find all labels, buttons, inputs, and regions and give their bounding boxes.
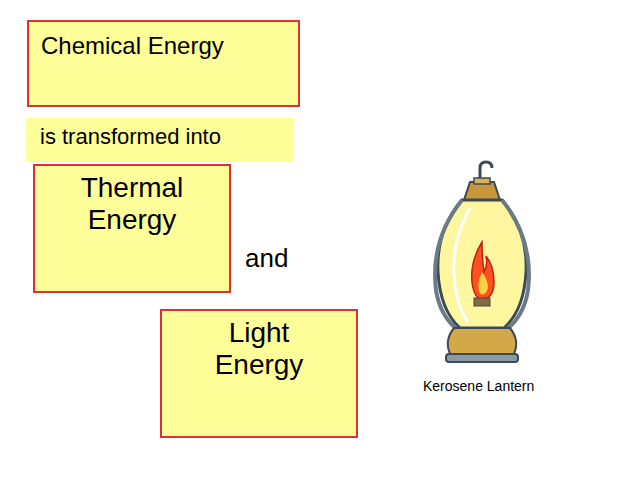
energy-box: Chemical Energy xyxy=(27,20,300,107)
connector-word: and xyxy=(245,243,288,274)
box-text: is transformed into xyxy=(40,124,280,149)
energy-box: Thermal Energy xyxy=(33,164,231,293)
box-text: Chemical Energy xyxy=(41,32,286,60)
box-text: Thermal Energy xyxy=(63,172,201,236)
illustration-caption: Kerosene Lantern xyxy=(423,378,534,394)
energy-box: Light Energy xyxy=(160,309,358,438)
transform-band: is transformed into xyxy=(26,118,294,162)
box-text: Light Energy xyxy=(190,317,328,381)
